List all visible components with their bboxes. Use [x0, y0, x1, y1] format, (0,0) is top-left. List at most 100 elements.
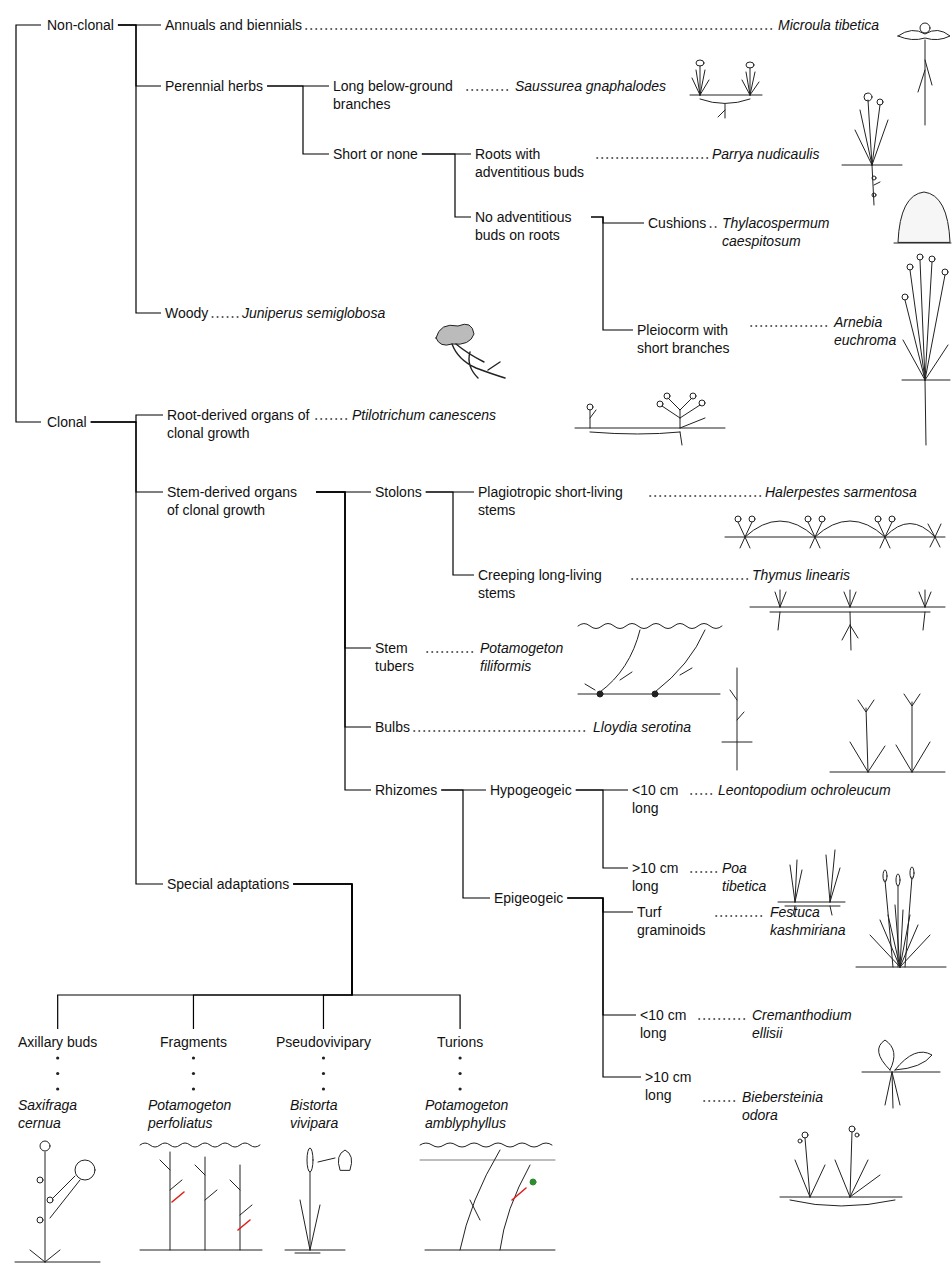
category-node: WoodyJuniperus semiglobosa	[165, 304, 208, 322]
vertical-dot	[322, 1087, 325, 1090]
drawing-stroke	[738, 522, 752, 548]
category-node: Perennial herbs	[165, 77, 263, 95]
species-name: Thylacospermum caespitosum	[722, 214, 862, 250]
drawing-stroke	[907, 264, 913, 270]
tree-connector	[58, 884, 352, 1029]
drawing-stroke	[746, 62, 754, 68]
vertical-dot	[192, 1087, 195, 1090]
drawing-stroke	[929, 256, 935, 262]
category-label: Fragments	[160, 1033, 227, 1051]
category-node: No adventitious buds on roots	[475, 208, 587, 244]
category-node: Epigeogeic	[494, 889, 563, 907]
arnebia-drawing	[902, 254, 950, 445]
category-label: Axillary buds	[18, 1033, 97, 1051]
halerpestes-drawing	[725, 516, 945, 548]
drawing-stroke	[40, 1141, 50, 1151]
leader-dots	[427, 651, 476, 653]
category-node: FragmentsPotamogeton perfoliatus	[160, 1033, 227, 1051]
leader-dots	[716, 915, 766, 917]
drawing-stroke	[37, 1177, 43, 1183]
category-label: Hypogeogeic	[490, 781, 572, 799]
species-name: Lloydia serotina	[593, 718, 691, 736]
category-label: Plagiotropic short-living stems	[478, 483, 646, 519]
category-label: Stolons	[375, 483, 422, 501]
species-name: Cremanthodium ellisii	[752, 1006, 857, 1042]
drawing-stroke	[896, 694, 930, 772]
drawing-stroke	[664, 393, 670, 399]
category-node: Stolons	[375, 483, 422, 501]
species-name: Potamogeton amblyphyllus	[425, 1096, 525, 1132]
species-name: Microula tibetica	[778, 16, 879, 34]
vertical-dot	[56, 1072, 59, 1075]
drawing-stroke	[885, 1072, 900, 1108]
category-label: Clonal	[47, 413, 87, 431]
tree-connector	[316, 492, 371, 790]
drawing-stroke	[903, 260, 948, 445]
drawing-stroke	[745, 521, 935, 537]
drawing-stroke	[805, 1132, 852, 1197]
drawing-stroke	[910, 867, 914, 879]
category-label: Bulbs	[375, 718, 410, 736]
drawing-stroke	[662, 398, 705, 445]
drawing-stroke	[725, 537, 945, 538]
species-name: Leontopodium ochroleucum	[718, 781, 891, 799]
category-label: Turions	[437, 1033, 483, 1051]
tree-connector	[118, 25, 161, 313]
leader-dots	[316, 418, 348, 420]
drawing-stroke	[870, 905, 930, 967]
drawing-stroke	[420, 1160, 555, 1161]
vertical-dot	[458, 1072, 461, 1075]
drawing-stroke	[842, 590, 858, 650]
vertical-dot	[56, 1056, 59, 1059]
category-node: PseudoviviparyBistorta vivipara	[276, 1033, 371, 1051]
species-name: Festuca kashmiriana	[770, 903, 855, 939]
bistorta-drawing	[285, 1148, 352, 1253]
biebersteinia-drawing	[780, 1126, 902, 1206]
leader-dots	[751, 325, 830, 327]
drawing-stroke	[902, 380, 950, 381]
fragments-drawing	[140, 1143, 262, 1250]
species-name: Halerpestes sarmentosa	[765, 483, 917, 501]
drawing-stroke	[37, 1217, 43, 1223]
drawing-stroke	[780, 1197, 902, 1206]
category-label: Epigeogeic	[494, 889, 563, 907]
tree-connector	[316, 492, 371, 727]
tree-connector	[567, 898, 641, 1077]
drawing-stroke	[47, 1197, 53, 1203]
drawing-stroke	[795, 1160, 880, 1197]
category-node: Stem tubersPotamogeton filiformis	[375, 639, 423, 675]
category-node: CushionsThylacospermum caespitosum	[648, 214, 706, 232]
category-label: Short or none	[333, 145, 418, 163]
species-name: Parrya nudicaulis	[712, 145, 819, 163]
drawing-stroke	[877, 99, 883, 105]
tree-connector	[567, 898, 636, 1015]
drawing-stroke	[696, 60, 704, 66]
festuca-drawing	[856, 867, 946, 967]
leader-dots	[650, 495, 761, 497]
drawing-stroke	[699, 400, 705, 406]
category-node: >10 cm longPoa tibetica	[632, 859, 687, 895]
drawing-stroke	[942, 269, 948, 275]
category-label: Annuals and biennials	[165, 16, 302, 34]
category-node: Hypogeogeic	[490, 781, 572, 799]
drawing-stroke	[420, 1143, 552, 1147]
microula-drawing	[898, 23, 950, 125]
drawing-stroke	[742, 68, 759, 95]
tree-connector	[293, 884, 352, 1029]
species-name: Arnebia euchroma	[834, 313, 900, 349]
drawing-stroke	[652, 691, 658, 697]
drawing-stroke	[307, 1148, 313, 1172]
category-label: Non-clonal	[47, 16, 114, 34]
species-name: Juniperus semiglobosa	[242, 304, 385, 322]
drawing-stroke	[690, 393, 696, 399]
species-name: Bistorta vivipara	[290, 1096, 370, 1132]
drawing-stroke	[690, 95, 762, 96]
drawing-stroke	[692, 66, 709, 95]
species-name: Saxifraga cernua	[18, 1096, 98, 1132]
vertical-dot	[458, 1087, 461, 1090]
drawing-stroke	[894, 243, 951, 244]
species-name: Potamogeton perfoliatus	[148, 1096, 248, 1132]
category-label: Perennial herbs	[165, 77, 263, 95]
species-name: Saussurea gnaphalodes	[515, 77, 666, 95]
